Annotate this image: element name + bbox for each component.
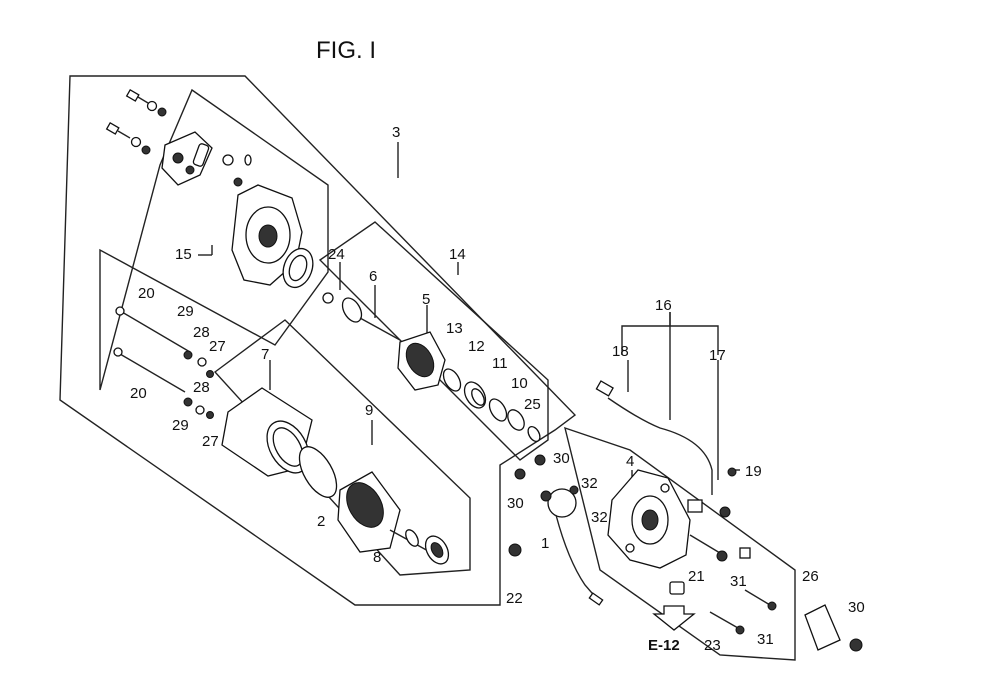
- callout-29-lower: 29: [172, 417, 189, 434]
- callout-4: 4: [626, 453, 634, 470]
- callout-20-lower: 20: [130, 385, 147, 402]
- group-boundary-15: [99, 88, 329, 391]
- callout-21: 21: [688, 568, 705, 585]
- yoke: [221, 387, 313, 477]
- callout-28-lower: 28: [193, 379, 210, 396]
- through-bolts: [113, 306, 214, 419]
- callout-25: 25: [524, 396, 541, 413]
- callout-2: 2: [317, 513, 325, 530]
- callout-18: 18: [612, 343, 629, 360]
- assembly-boundary-3: [59, 75, 577, 606]
- callout-32-upper: 32: [581, 475, 598, 492]
- callout-10: 10: [511, 375, 528, 392]
- callout-22: 22: [506, 590, 523, 607]
- callout-labels: 1 2 3 4 5 6 7 8 9 10 11 12 13 14 15 16 1…: [130, 124, 865, 654]
- callout-13: 13: [446, 320, 463, 337]
- callout-32-lower: 32: [591, 509, 608, 526]
- armature: [337, 471, 450, 565]
- callout-30-mid: 30: [507, 495, 524, 512]
- callout-6: 6: [369, 268, 377, 285]
- callout-23: 23: [704, 637, 721, 654]
- e12-arrow: [652, 605, 696, 631]
- callout-9: 9: [365, 402, 373, 419]
- callout-24: 24: [328, 246, 345, 263]
- switch-cable: [540, 380, 737, 606]
- callout-20-upper: 20: [138, 285, 155, 302]
- callout-27-lower: 27: [202, 433, 219, 450]
- callout-26: 26: [802, 568, 819, 585]
- callout-8: 8: [373, 549, 381, 566]
- rear-bolts: [105, 89, 167, 155]
- callout-30-upper: 30: [553, 450, 570, 467]
- callout-17: 17: [709, 347, 726, 364]
- callout-27-upper: 27: [209, 338, 226, 355]
- callout-7: 7: [261, 346, 269, 363]
- reference-e12: E-12: [648, 637, 680, 654]
- o-ring: [298, 446, 338, 498]
- brush-holder: [161, 131, 252, 187]
- callout-31-upper: 31: [730, 573, 747, 590]
- callout-5: 5: [422, 291, 430, 308]
- callout-14: 14: [449, 246, 466, 263]
- group-boundary-14: [318, 221, 549, 461]
- rear-cover: [231, 184, 314, 289]
- callout-28-upper: 28: [193, 324, 210, 341]
- front-housing: [607, 469, 691, 569]
- callout-12: 12: [468, 338, 485, 355]
- callout-1: 1: [541, 535, 549, 552]
- group-boundary-4: [564, 426, 796, 661]
- callout-29-upper: 29: [177, 303, 194, 320]
- callout-16: 16: [655, 297, 672, 314]
- callout-15: 15: [175, 246, 192, 263]
- callout-11: 11: [492, 355, 508, 372]
- figure-title: FIG. I: [316, 37, 376, 64]
- callout-19: 19: [745, 463, 762, 480]
- callout-30-right: 30: [848, 599, 865, 616]
- callout-31-lower: 31: [757, 631, 774, 648]
- front-fasteners: [508, 454, 863, 652]
- callout-3: 3: [392, 124, 400, 141]
- drive-assembly: [322, 292, 541, 443]
